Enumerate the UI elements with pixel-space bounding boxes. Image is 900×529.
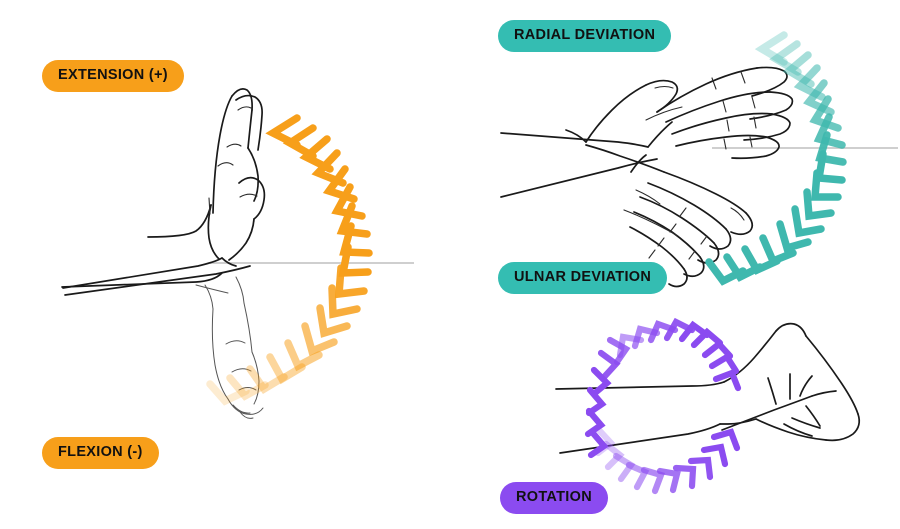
hand-flexion-drawing [64, 265, 264, 419]
hand-radial-deviation-drawing [500, 66, 794, 160]
extension-flexion-arrow-arc [206, 114, 373, 406]
hand-extension-drawing [61, 88, 266, 289]
label-extension: EXTENSION (+) [42, 60, 184, 92]
label-ulnar-deviation: ULNAR DEVIATION [498, 262, 668, 294]
label-radial-deviation: RADIAL DEVIATION [498, 20, 672, 52]
hand-rotation-drawing [555, 322, 861, 454]
rotation-arrow-loop [584, 317, 742, 495]
label-flexion: FLEXION (-) [42, 437, 159, 469]
label-rotation: ROTATION [500, 482, 608, 514]
radial-ulnar-arrow-arc [705, 31, 847, 286]
